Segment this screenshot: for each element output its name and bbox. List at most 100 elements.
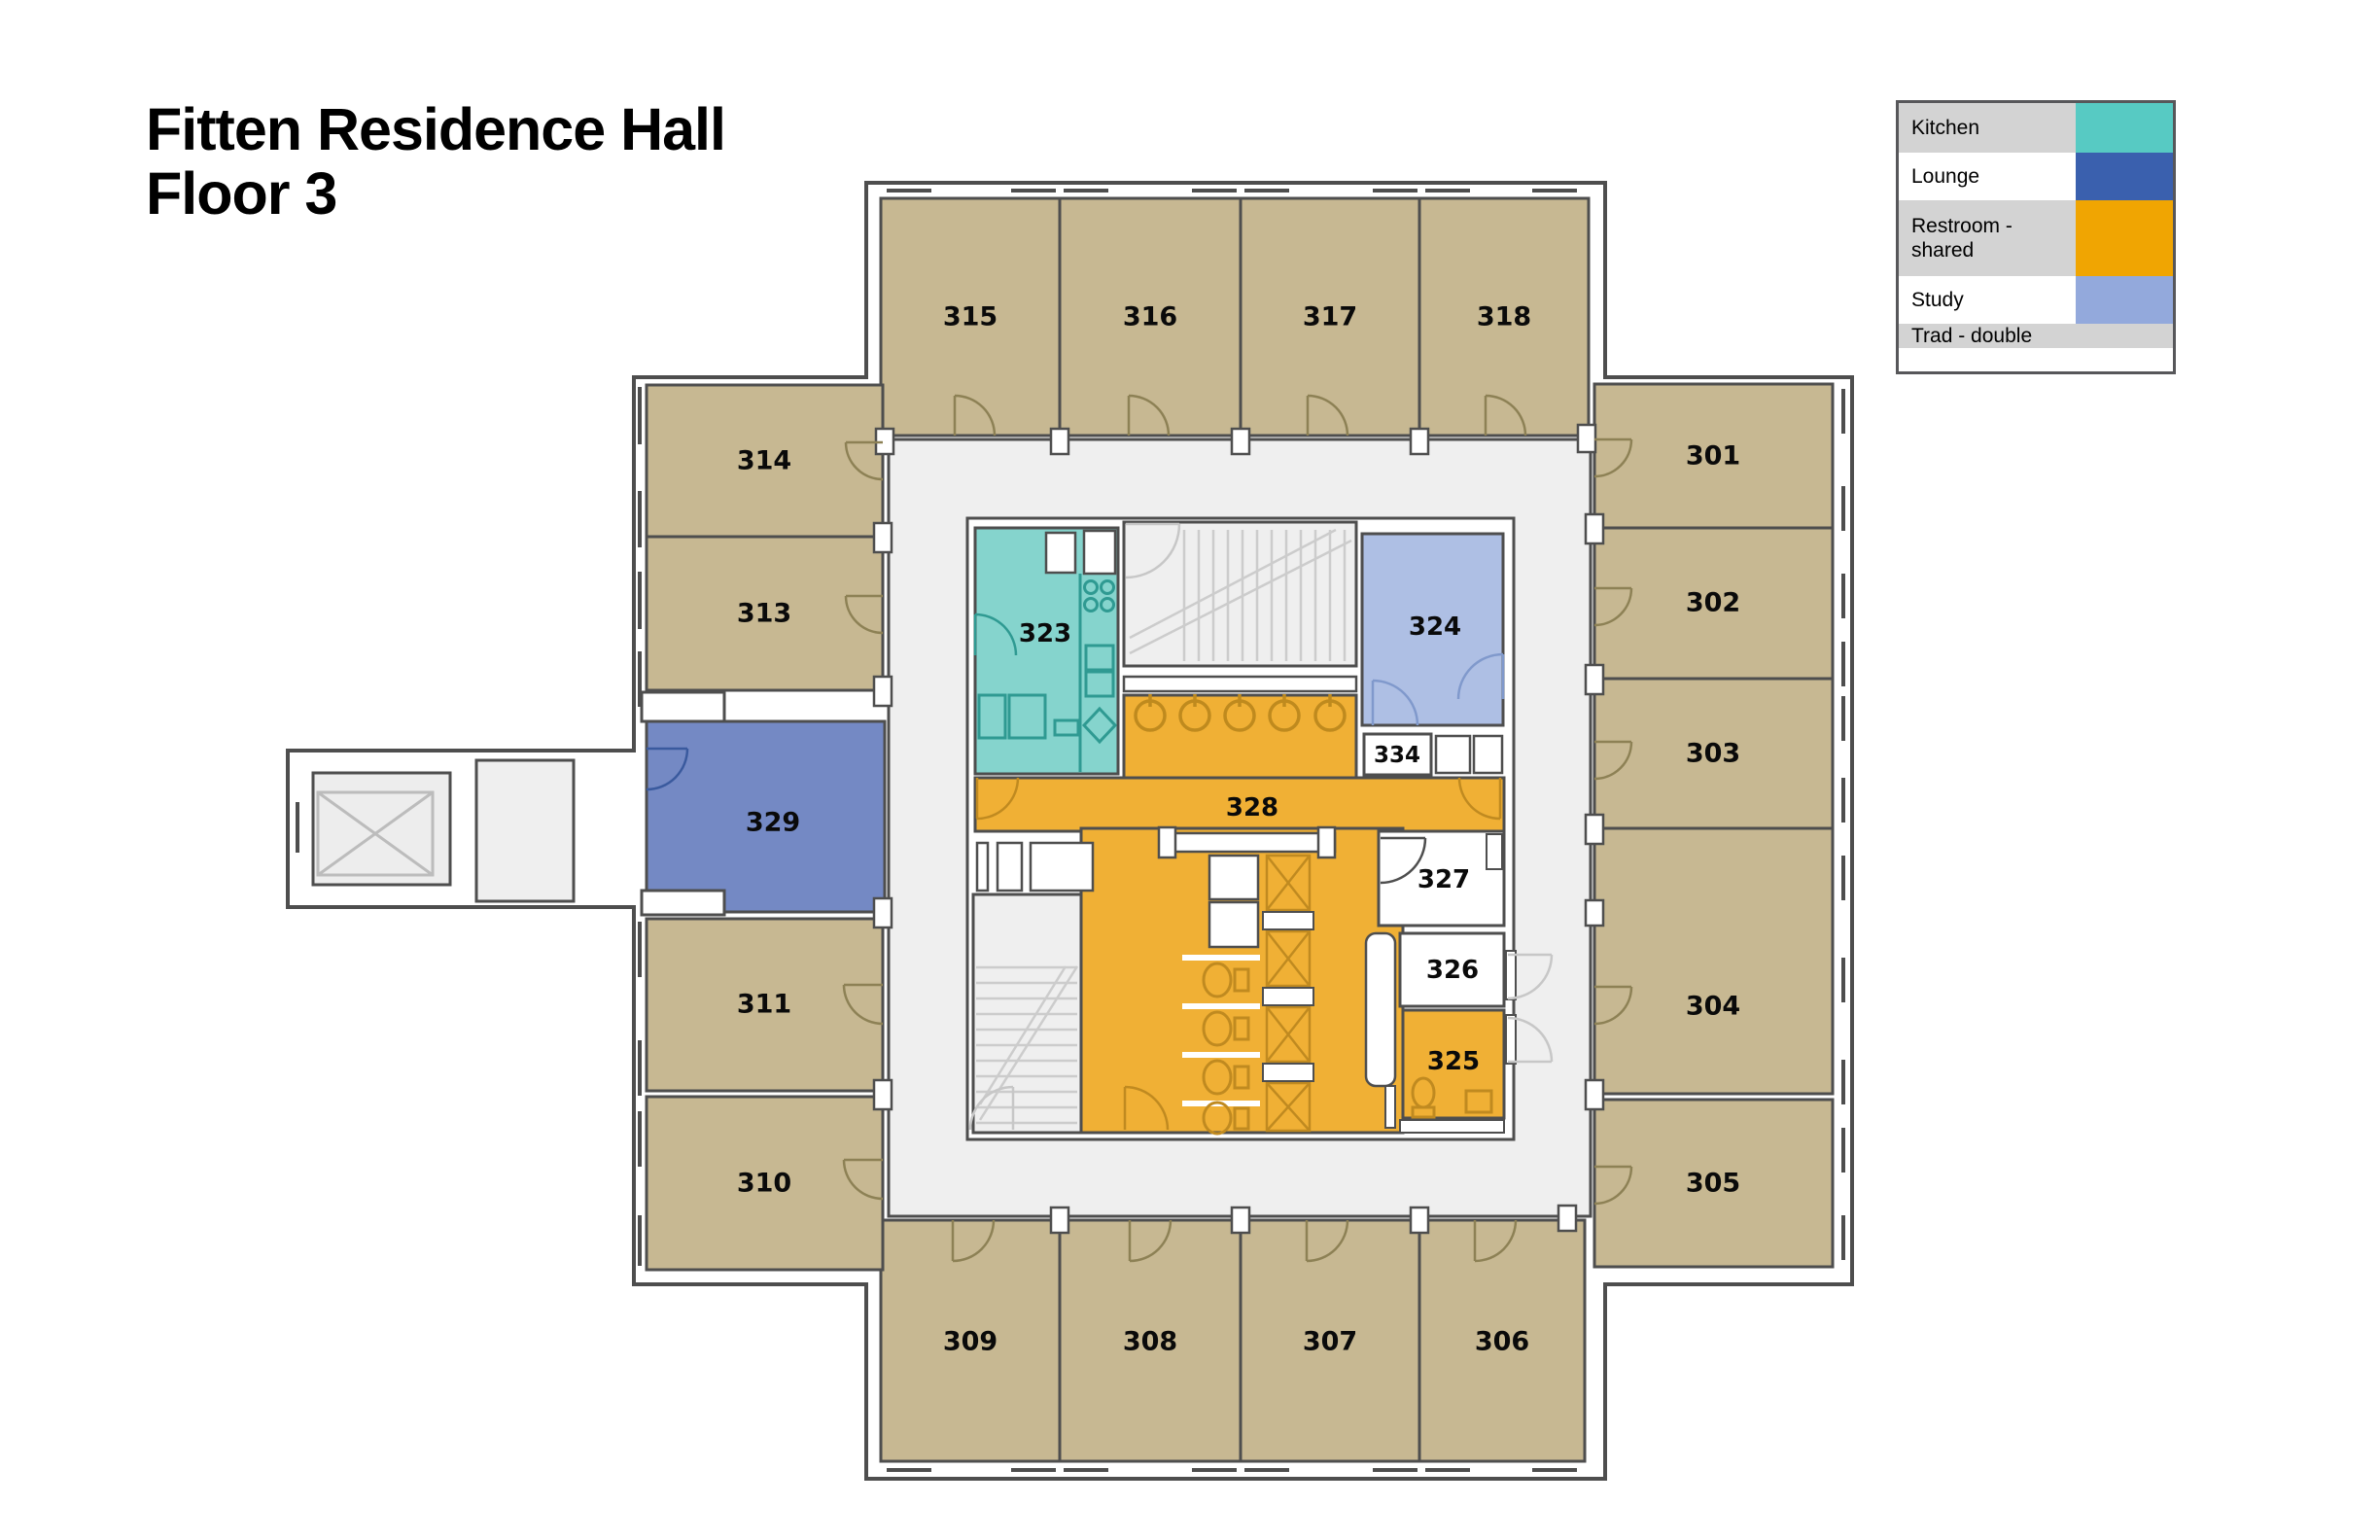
door-316 [1127, 394, 1171, 437]
label-room-325: 325 [1427, 1047, 1480, 1076]
door-306 [1473, 1219, 1518, 1263]
room-304 [1592, 826, 1835, 1096]
kitchen-fixtures [977, 529, 1118, 772]
building-name: Fitten Residence Hall [146, 96, 726, 162]
door-318 [1484, 394, 1527, 437]
legend-swatch-study [2076, 276, 2173, 324]
door-324-right [1456, 652, 1505, 700]
door-308 [1128, 1219, 1172, 1263]
privacy-wall [1364, 931, 1397, 1088]
kitchen-appliance-2 [1082, 529, 1117, 576]
stair-closet-2 [996, 841, 1024, 892]
stair-treads-top [1129, 528, 1352, 661]
legend-swatch-restroom [2076, 200, 2173, 276]
room-326 [1398, 931, 1506, 1008]
restroom-wall-jamb-left [1157, 825, 1177, 859]
restroom-wall-band [1162, 831, 1337, 854]
door-314 [844, 440, 884, 481]
legend-row-lounge: Lounge [1899, 153, 2173, 200]
door-304 [1593, 985, 1633, 1026]
label-room-311: 311 [737, 990, 791, 1020]
label-room-304: 304 [1686, 992, 1740, 1022]
legend-swatch-lounge [2076, 153, 2173, 200]
stair-hall-top [1122, 520, 1358, 668]
door-303 [1593, 740, 1633, 781]
legend-label-lounge: Lounge [1911, 165, 1980, 188]
room-325-bottom-band [1399, 1119, 1505, 1134]
door-310 [842, 1158, 884, 1201]
legend-label-study: Study [1911, 289, 1964, 311]
room-310 [645, 1095, 885, 1272]
legend-label-restroom: Restroom - shared [1911, 215, 2012, 262]
label-room-313: 313 [737, 599, 791, 629]
door-gap-326 [1505, 950, 1517, 1000]
room-318 [1418, 196, 1591, 438]
doors-restroom [975, 777, 1502, 1131]
room-313 [645, 535, 885, 692]
legend-label-kitchen: Kitchen [1911, 117, 1980, 139]
alcove-329-top [640, 690, 726, 723]
label-room-326: 326 [1426, 956, 1479, 985]
door-328-bottom [1123, 1085, 1170, 1131]
door-329 [646, 747, 689, 791]
room-306 [1418, 1218, 1587, 1463]
room-309 [879, 1218, 1062, 1463]
door-corridor-326a [1507, 953, 1554, 1000]
bench-band [1122, 675, 1358, 693]
door-307 [1305, 1219, 1349, 1263]
door-301 [1593, 438, 1633, 478]
room-324-study [1360, 532, 1505, 727]
door-stair-top [1125, 522, 1181, 579]
room-325-fixtures [1411, 1076, 1493, 1119]
label-room-316: 316 [1123, 302, 1177, 332]
room-317 [1239, 196, 1421, 438]
restroom-fixture-box-2 [1208, 900, 1260, 949]
door-stair-bottom [968, 1085, 1015, 1131]
label-room-318: 318 [1477, 302, 1531, 332]
door-309 [951, 1219, 996, 1263]
label-room-324: 324 [1409, 612, 1461, 642]
label-room-305: 305 [1686, 1169, 1740, 1199]
label-room-303: 303 [1686, 739, 1740, 769]
label-room-329: 329 [746, 808, 800, 838]
label-room-306: 306 [1475, 1327, 1529, 1357]
door-327 [1380, 836, 1427, 885]
label-room-323: 323 [1019, 619, 1071, 648]
stair-closet-1 [975, 841, 990, 892]
door-305 [1593, 1165, 1633, 1206]
restroom-sink-box-1 [1434, 734, 1472, 775]
legend-row-restroom: Restroom - shared [1899, 200, 2173, 276]
label-room-317: 317 [1303, 302, 1357, 332]
door-corridor-326b [1507, 1016, 1554, 1064]
room-316 [1058, 196, 1242, 438]
doors-study [1371, 652, 1505, 726]
room-325 [1401, 1008, 1506, 1120]
restroom-sink-box-2 [1472, 734, 1504, 775]
privacy-wall-stub [1384, 1085, 1396, 1129]
room-327-sidelight [1486, 833, 1503, 870]
room-308 [1058, 1218, 1242, 1463]
shower-stalls [1262, 854, 1314, 1133]
toilets [1202, 962, 1250, 1136]
label-room-308: 308 [1123, 1327, 1177, 1357]
label-room-309: 309 [943, 1327, 998, 1357]
label-room-310: 310 [737, 1169, 791, 1199]
legend: Kitchen Lounge Restroom - shared Study T… [1896, 100, 2176, 374]
room-314 [645, 383, 885, 539]
label-room-334: 334 [1374, 743, 1420, 768]
door-317 [1306, 394, 1349, 437]
label-room-314: 314 [737, 446, 791, 476]
door-302 [1593, 586, 1633, 627]
label-room-302: 302 [1686, 588, 1740, 618]
room-311 [645, 917, 885, 1093]
sink-row [1134, 694, 1347, 732]
legend-row-kitchen: Kitchen [1899, 103, 2173, 153]
door-gap-328-right [1505, 1014, 1517, 1065]
room-307 [1239, 1218, 1421, 1463]
legend-label-trad-double: Trad - double [1911, 325, 2033, 347]
label-room-301: 301 [1686, 441, 1740, 472]
legend-row-trad-double: Trad - double [1899, 324, 2173, 348]
room-315 [879, 196, 1062, 438]
